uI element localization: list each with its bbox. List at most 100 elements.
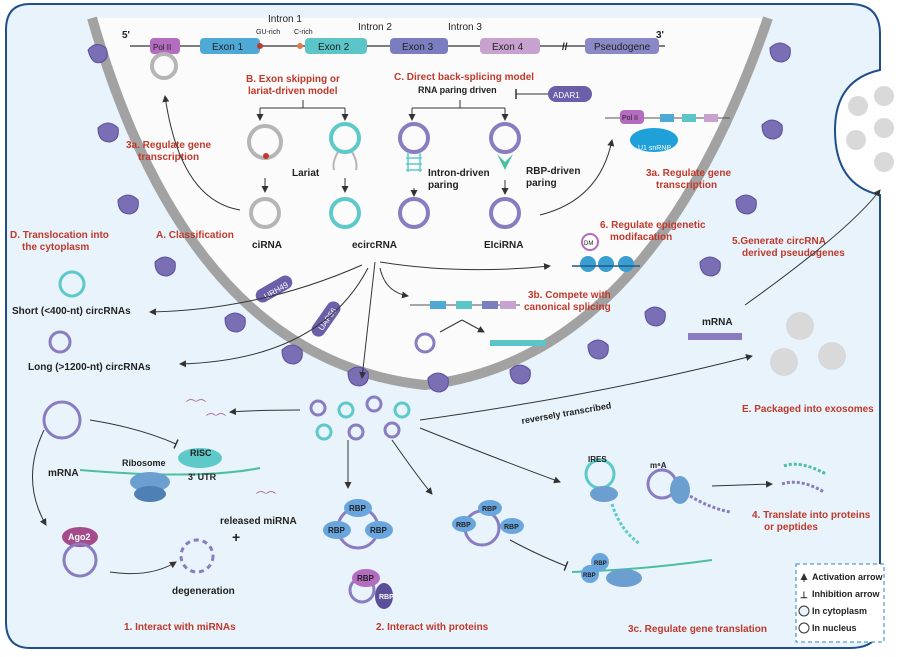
lariat-label: Lariat: [292, 168, 320, 179]
free-mirna-b: ⌒⌒: [206, 413, 226, 425]
rbp-label-5: RBP: [379, 594, 394, 601]
c-rich-site: [297, 43, 303, 49]
arrow-mirna: [229, 408, 301, 416]
nuclear-membrane: [87, 16, 773, 391]
nuclear-pores: [87, 42, 791, 393]
function-3b-2: canonical splicing: [524, 302, 611, 313]
ires-ribosome: [590, 486, 618, 502]
ago2-label: Ago2: [68, 532, 91, 542]
rbp-label-6: RBP: [456, 522, 471, 529]
ecircrna-label: ecircRNA: [352, 240, 397, 251]
exon2-block: [305, 38, 367, 54]
function-6-2: modifacation: [610, 232, 672, 243]
rbp-driven-label-1: RBP-driven: [526, 166, 580, 177]
arrow-degeneration: [109, 561, 177, 575]
intron1-label: Intron 1: [268, 14, 302, 25]
gu-rich-site: [257, 43, 263, 49]
function-6-1: 6. Regulate epigenetic: [600, 220, 706, 231]
model-c-title-1: C. Direct back-splicing model: [394, 72, 534, 83]
rbp-label-4: RBP: [357, 574, 375, 583]
m6a-ribosome: [670, 476, 690, 504]
legend-nucleus: In nucleus: [812, 623, 857, 633]
chromatin: [580, 256, 634, 272]
rbp-label-2: RBP: [328, 526, 346, 535]
arrow-short: [149, 264, 363, 316]
elcirna-ring: [489, 197, 521, 229]
rbp-cluster-right: [452, 500, 524, 534]
3c-rbp-label-2: RBP: [583, 573, 596, 579]
legend-nucleus-glyph: [798, 622, 810, 634]
dm-label: DM: [584, 241, 593, 247]
intron3-label: Intron 3: [448, 22, 482, 33]
m6a-peptide: [689, 494, 731, 514]
rbp-purple: [352, 569, 380, 587]
classification-a-label: A. Classification: [156, 230, 234, 241]
u1-snrnp: [630, 128, 678, 152]
function-5-1: 5.Generate circRNA: [732, 236, 826, 247]
rbp-paring-ring: [489, 122, 521, 154]
rbp-dark: [375, 583, 393, 609]
3c-rbp-2: [581, 565, 599, 583]
exon4-block: [480, 38, 540, 54]
legend-cytoplasm-glyph: [798, 605, 810, 617]
rbp-pairing-protein: [497, 154, 513, 170]
splicing-arrows: [439, 319, 484, 332]
3c-rbp-label-1: RBP: [594, 561, 607, 567]
c-rich-label: C-rich: [294, 29, 313, 36]
right-pol2-label: Pol II: [622, 115, 638, 122]
mrna-left-label: mRNA: [48, 468, 79, 479]
spliced-linear: [490, 340, 546, 346]
splice-exon-b: [456, 301, 472, 309]
legend-box: [795, 563, 885, 643]
risc-body: [178, 448, 222, 468]
function-3a-left-1: 3a. Regulate gene: [126, 140, 211, 151]
gu-rich-label: GU-rich: [256, 29, 280, 36]
legend-inhibition: Inhibition arrow: [812, 589, 880, 599]
mrna-right-label: mRNA: [702, 317, 733, 328]
3c-ribosome: [606, 569, 642, 587]
function-3c: 3c. Regulate gene translation: [628, 624, 767, 635]
long-circ-ring: [48, 330, 72, 354]
rbp-driven-label-2: paring: [526, 178, 557, 189]
arrow-3a-left: [162, 95, 241, 211]
translocation-d-2: the cytoplasm: [22, 242, 89, 253]
intron-paring-ring: [398, 122, 430, 154]
ires-label: IRES: [588, 455, 607, 464]
splice-exon-d: [500, 301, 516, 309]
pseudogene-block: [585, 38, 659, 54]
ago2-ring: [62, 542, 98, 578]
mrna-left-strand: [79, 467, 261, 476]
rbp-label-8: RBP: [504, 524, 519, 531]
function-4-2: or peptides: [764, 522, 818, 533]
function-3b-1: 3b. Compete with: [528, 290, 611, 301]
arrow-6: [379, 261, 551, 271]
ribosome-label: Ribosome: [122, 458, 166, 468]
dm-marker: [581, 233, 599, 251]
rbp-label-7: RBP: [482, 506, 497, 513]
free-mirna-a: ⌒⌒: [186, 399, 206, 411]
arrow-translate: [419, 427, 561, 484]
peptide-a: [783, 462, 827, 476]
exon3-label: Exon 3: [402, 42, 434, 53]
rbp-label-1: RBP: [349, 504, 367, 513]
adar1-label: ADAR1: [553, 91, 580, 100]
function-3a-right-2: transcription: [656, 180, 717, 191]
legend-cytoplasm: In cytoplasm: [812, 606, 867, 616]
five-prime-label: 5': [122, 30, 130, 41]
risc-label: RISC: [190, 448, 212, 458]
short-circ-label: Short (<400-nt) circRNAs: [12, 306, 131, 317]
degenerating-ring: [179, 538, 215, 574]
arrow-3a-right: [539, 139, 615, 216]
plus-sign: +: [232, 529, 240, 545]
pseudogene-label: Pseudogene: [594, 42, 651, 53]
model-c-title-2: RNA paring driven: [418, 85, 497, 95]
ires-peptide: [610, 503, 641, 546]
released-mirna-glyph: ⌒⌒: [256, 491, 276, 503]
function-4-1: 4. Translate into proteins: [752, 510, 871, 521]
u1-label: U1 snRNP: [638, 145, 671, 152]
ribosome-body: [130, 472, 170, 492]
inhibit-ribosome: [89, 419, 179, 449]
function-3a-right-1: 3a. Regulate gene: [646, 168, 731, 179]
